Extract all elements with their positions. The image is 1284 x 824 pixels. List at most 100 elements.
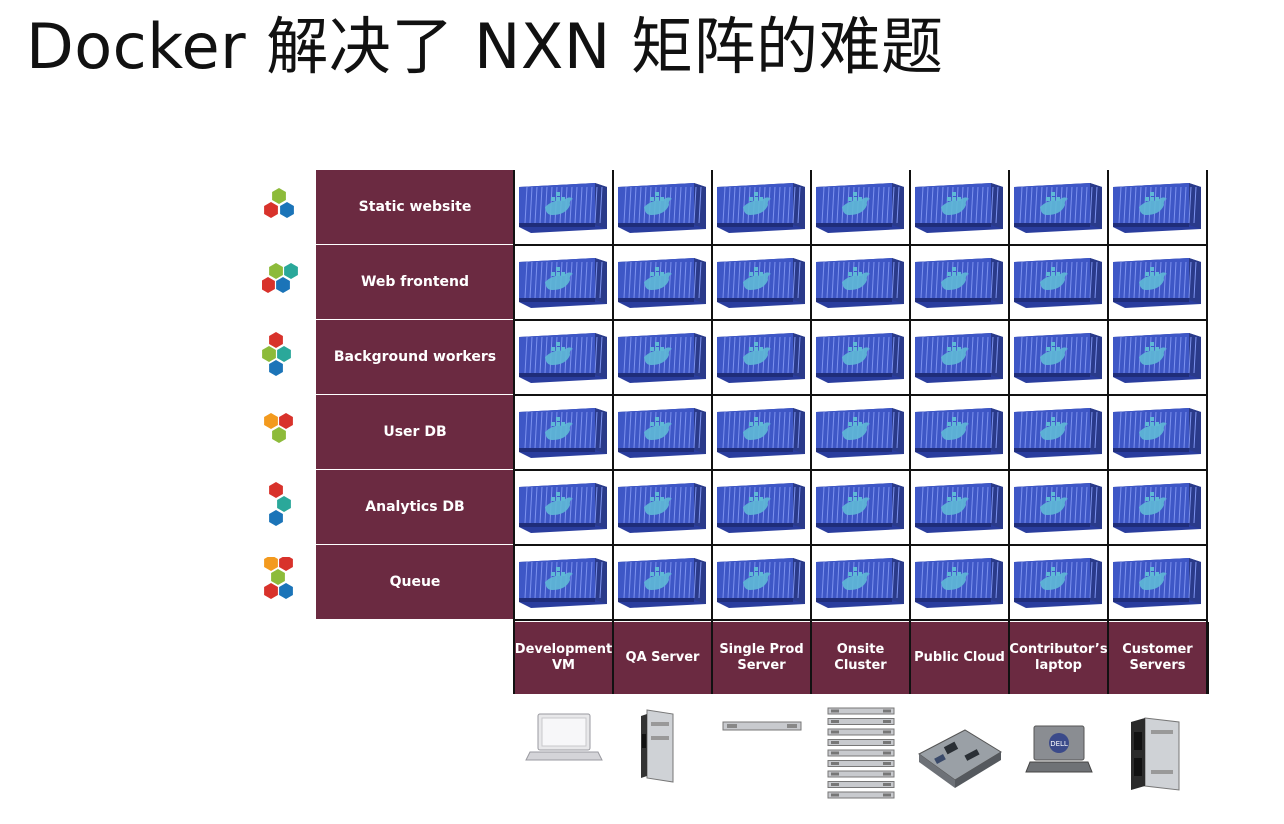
grid-line [1008, 170, 1010, 694]
server-stack-icon [826, 704, 896, 808]
docker-container-icon [514, 170, 612, 244]
hexagon-cluster-icon [262, 332, 291, 376]
docker-container-icon [1009, 470, 1107, 544]
hexagon-shape [279, 557, 293, 571]
column-label-line: laptop [1035, 658, 1082, 673]
docker-container-icon [1009, 170, 1107, 244]
grid-line [612, 170, 614, 694]
hexagon-shape [269, 360, 283, 376]
row-label: User DB [316, 395, 514, 469]
column-label: QA Server [614, 622, 711, 694]
docker-container-icon [910, 170, 1008, 244]
grid-line [513, 170, 515, 694]
hexagon-shape [262, 277, 275, 293]
column-label-line: Cluster [834, 658, 887, 673]
docker-container-icon [712, 545, 810, 619]
column-label-line: VM [552, 658, 575, 673]
hexagon-shape [264, 583, 278, 599]
docker-container-icon [613, 395, 711, 469]
grid-line [514, 619, 1207, 621]
docker-container-icon [712, 170, 810, 244]
column-label-line: Single Prod [719, 642, 804, 657]
docker-container-icon [811, 320, 909, 394]
rack-server-icon [721, 716, 803, 740]
hexagon-shape [279, 413, 293, 429]
docker-container-icon [1009, 320, 1107, 394]
docker-container-icon [811, 170, 909, 244]
docker-container-icon [514, 320, 612, 394]
docker-container-icon [613, 245, 711, 319]
hexagon-shape [277, 496, 291, 512]
column-label-line: QA Server [625, 650, 700, 665]
hexagon-shape [264, 202, 278, 218]
grid-line [1107, 170, 1109, 694]
hexagon-shape [262, 346, 276, 362]
docker-container-icon [613, 470, 711, 544]
column-label-line: Contributor’s [1009, 642, 1108, 657]
docker-container-icon [1009, 545, 1107, 619]
hexagon-shape [269, 332, 283, 348]
docker-container-icon [1108, 395, 1206, 469]
docker-container-icon [613, 320, 711, 394]
grid-line [810, 170, 812, 694]
row-label: Analytics DB [316, 470, 514, 544]
docker-container-icon [514, 395, 612, 469]
hexagon-cluster-icon [264, 188, 294, 218]
docker-container-icon [514, 470, 612, 544]
docker-container-icon [811, 245, 909, 319]
column-label: Public Cloud [911, 622, 1008, 694]
laptop-icon [524, 708, 604, 772]
hexagon-shape [264, 557, 278, 571]
docker-container-icon [910, 245, 1008, 319]
docker-container-icon [1108, 245, 1206, 319]
column-label-line: Development [514, 642, 613, 657]
grid-line [514, 544, 1207, 546]
column-label-line: Servers [1129, 658, 1186, 673]
grid-line [514, 394, 1207, 396]
row-label: Background workers [316, 320, 514, 394]
docker-container-icon [1108, 470, 1206, 544]
column-label-line: Customer [1122, 642, 1193, 657]
docker-container-icon [613, 545, 711, 619]
hexagon-shape [271, 569, 285, 585]
docker-container-icon [910, 545, 1008, 619]
hexagon-shape [269, 482, 283, 498]
hexagon-cluster-icon [264, 413, 293, 443]
grid-line [514, 244, 1207, 246]
grid-line [909, 170, 911, 694]
docker-container-icon [811, 395, 909, 469]
svg-text:DELL: DELL [1050, 740, 1068, 748]
docker-container-icon [811, 470, 909, 544]
blade-server-icon [633, 706, 693, 790]
docker-container-icon [712, 395, 810, 469]
row-label: Static website [316, 170, 514, 244]
docker-container-icon [1009, 395, 1107, 469]
docker-container-icon [1108, 545, 1206, 619]
blade-pair-icon [1123, 714, 1193, 798]
grid-line [514, 319, 1207, 321]
docker-container-icon [910, 395, 1008, 469]
grid-line [1206, 170, 1208, 694]
hexagon-shape [272, 188, 286, 204]
hexagon-shape [264, 413, 278, 429]
docker-container-icon [910, 320, 1008, 394]
docker-container-icon [712, 245, 810, 319]
hexagon-shape [280, 202, 294, 218]
docker-container-icon [712, 320, 810, 394]
docker-container-icon [1108, 170, 1206, 244]
column-label-line: Public Cloud [914, 650, 1005, 665]
docker-container-icon [1108, 320, 1206, 394]
docker-container-icon [712, 470, 810, 544]
hexagon-cluster-icon [262, 263, 298, 293]
hexagon-cluster-icon [264, 557, 293, 599]
hexagon-shape [269, 263, 283, 279]
docker-container-icon [910, 470, 1008, 544]
docker-container-icon [514, 545, 612, 619]
docker-container-icon [514, 245, 612, 319]
hexagon-shape [284, 263, 298, 279]
